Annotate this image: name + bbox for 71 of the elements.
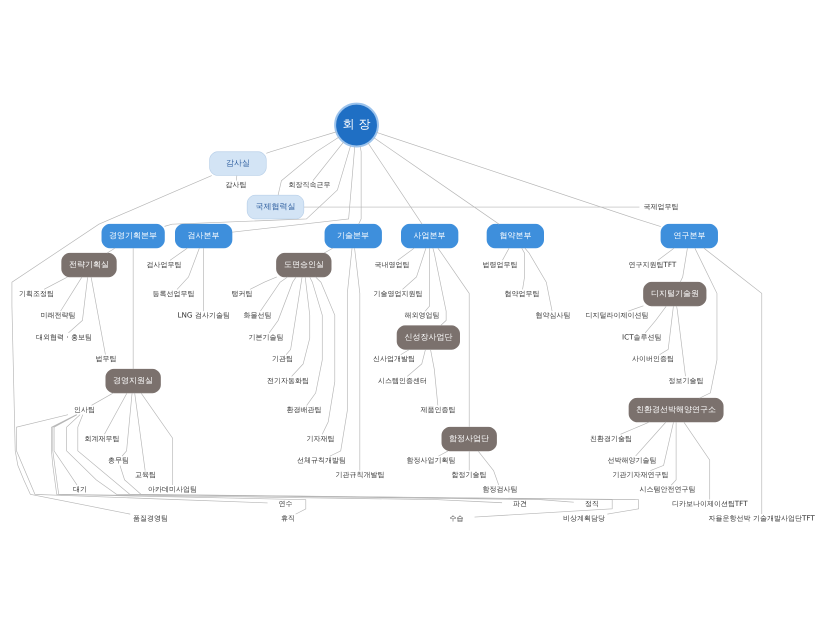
connector <box>164 144 350 226</box>
connector <box>68 276 88 333</box>
connector <box>285 276 302 354</box>
connector <box>43 276 68 290</box>
connector <box>424 247 430 311</box>
connector <box>202 247 204 311</box>
connector <box>60 276 82 311</box>
connector <box>430 348 438 406</box>
connector <box>312 141 344 180</box>
connector <box>438 450 448 456</box>
connector <box>432 247 446 326</box>
connector <box>436 247 470 427</box>
connector <box>656 247 674 260</box>
connector <box>323 247 333 253</box>
connector <box>306 276 322 406</box>
connector <box>90 392 114 406</box>
connector <box>140 392 173 485</box>
connector <box>16 414 268 503</box>
connector <box>119 464 638 514</box>
connector <box>53 414 77 485</box>
connector <box>260 276 288 311</box>
connector <box>303 206 640 207</box>
connector <box>358 145 361 224</box>
connector <box>106 247 116 253</box>
connector <box>402 247 426 290</box>
connector <box>694 247 717 398</box>
connector <box>66 414 574 502</box>
connector <box>524 247 552 311</box>
connector <box>670 421 676 485</box>
connector <box>634 421 666 456</box>
connector <box>502 247 509 260</box>
connector <box>682 421 710 500</box>
connector <box>277 136 339 195</box>
connector <box>50 414 306 514</box>
connector <box>650 421 674 470</box>
connector <box>236 174 237 180</box>
connector <box>396 247 414 260</box>
connector <box>406 348 426 376</box>
connector <box>265 131 336 154</box>
connector <box>468 450 470 470</box>
connector <box>376 132 661 226</box>
connector <box>231 146 355 232</box>
connector <box>134 392 145 470</box>
connector <box>90 276 106 354</box>
connector <box>627 304 644 311</box>
connector <box>121 392 132 456</box>
connector <box>290 276 310 376</box>
connector <box>658 305 674 354</box>
connector <box>400 348 410 354</box>
connector <box>520 247 524 290</box>
connector <box>620 421 650 434</box>
connector <box>676 305 686 376</box>
connector <box>268 276 296 333</box>
connector <box>132 247 133 369</box>
connector <box>329 247 352 456</box>
connector <box>76 414 612 517</box>
connector <box>314 276 335 434</box>
connector <box>644 305 666 333</box>
connector <box>176 247 200 290</box>
connector <box>354 247 360 470</box>
node-circle: 회 장 <box>334 102 378 147</box>
connector <box>373 137 499 224</box>
connector <box>169 247 188 260</box>
connector <box>11 174 212 514</box>
connector <box>249 276 277 290</box>
connector <box>104 392 127 434</box>
connector <box>702 247 762 514</box>
connector <box>52 414 502 503</box>
connector <box>367 142 422 224</box>
connector <box>679 247 688 282</box>
connector <box>477 450 499 485</box>
